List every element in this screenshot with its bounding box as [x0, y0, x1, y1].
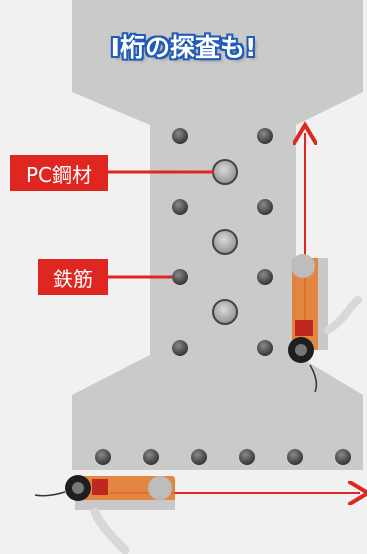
rebar-label: 鉄筋 [38, 259, 108, 295]
rebar-dot [95, 449, 111, 465]
rebar-dot [239, 449, 255, 465]
rebar-dot [172, 340, 188, 356]
rebar-label-text: 鉄筋 [53, 266, 93, 291]
rebar-dots [95, 128, 351, 465]
rebar-dot [191, 449, 207, 465]
horizontal-scanner-device [34, 475, 175, 554]
page-title: I桁の探査も! [110, 33, 257, 62]
pc-duct [212, 229, 238, 255]
pc-duct [212, 299, 238, 325]
rebar-dot [172, 199, 188, 215]
pc-steel-label-text: PC鋼材 [25, 162, 93, 187]
rebar-dot [257, 199, 273, 215]
rebar-dot [172, 128, 188, 144]
pc-duct [212, 159, 238, 185]
rebar-dot [257, 269, 273, 285]
rebar-dot [172, 269, 188, 285]
rebar-dot [335, 449, 351, 465]
rebar-dot [257, 128, 273, 144]
rebar-dot [143, 449, 159, 465]
rebar-dot [287, 449, 303, 465]
rebar-dot [257, 340, 273, 356]
pc-steel-label: PC鋼材 [10, 155, 108, 191]
vertical-scanner-device [288, 254, 362, 393]
pc-steel-ducts [212, 159, 238, 325]
